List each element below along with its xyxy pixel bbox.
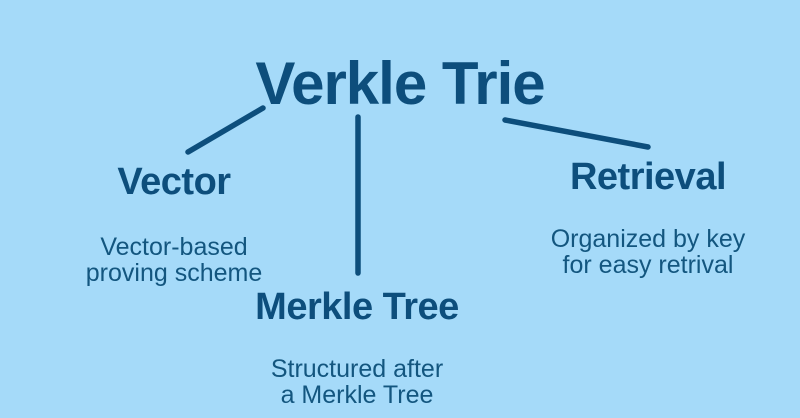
- node-vector-description-line-2: proving scheme: [85, 259, 263, 287]
- node-merkle-tree: Merkle Tree Structured after a Merkle Tr…: [255, 288, 459, 408]
- node-merkle-tree-heading: Merkle Tree: [255, 286, 459, 328]
- node-vector-description-line-1: Vector-based: [100, 233, 248, 261]
- diagram-title: Verkle Trie: [255, 50, 545, 117]
- node-merkle-tree-description: Structured after a Merkle Tree: [255, 356, 459, 408]
- connector-title-to-retrieval: [502, 117, 651, 150]
- node-retrieval: Retrieval Organized by key for easy retr…: [551, 158, 746, 278]
- node-vector-heading: Vector: [117, 161, 231, 203]
- node-retrieval-description-line-1: Organized by key: [550, 225, 746, 253]
- node-retrieval-heading: Retrieval: [569, 156, 727, 198]
- node-vector-description: Vector-based proving scheme: [86, 234, 262, 286]
- node-retrieval-description-line-2: for easy retrival: [562, 251, 734, 279]
- node-vector: Vector Vector-based proving scheme: [86, 163, 262, 286]
- node-merkle-tree-description-line-1: Structured after: [270, 355, 444, 383]
- node-retrieval-description: Organized by key for easy retrival: [551, 226, 746, 278]
- node-merkle-tree-description-line-2: a Merkle Tree: [280, 381, 434, 409]
- connector-title-to-vector: [185, 105, 266, 155]
